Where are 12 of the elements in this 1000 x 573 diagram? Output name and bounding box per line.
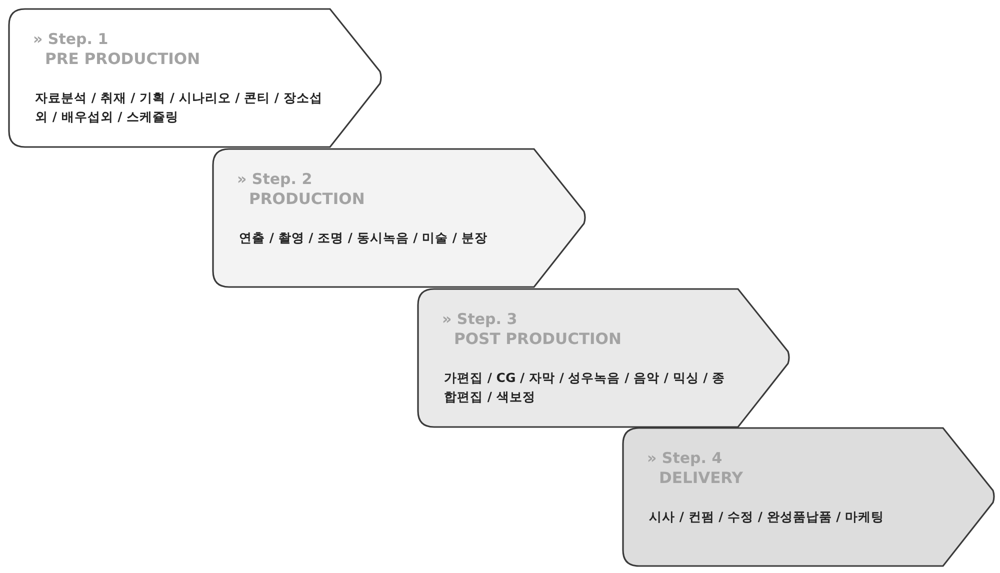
task-list: 연출 / 촬영 / 조명 / 동시녹음 / 미술 / 분장 xyxy=(239,228,529,247)
phase-title: DELIVERY xyxy=(659,469,743,487)
task-list: 자료분석 / 취재 / 기획 / 시나리오 / 콘티 / 장소섭외 / 배우섭외 / 스케쥴링 xyxy=(35,88,325,126)
step-label: » Step. 3 xyxy=(442,310,518,328)
step-label: » Step. 1 xyxy=(33,30,108,48)
phase-title: PRE PRODUCTION xyxy=(45,50,200,68)
phase-title: POST PRODUCTION xyxy=(454,330,622,348)
task-list: 시사 / 컨펌 / 수정 / 완성품납품 / 마케팅 xyxy=(649,507,939,526)
task-list: 가편집 / CG / 자막 / 성우녹음 / 음악 / 믹싱 / 종합편집 / 색보정 xyxy=(444,368,734,406)
step-label: » Step. 2 xyxy=(237,170,312,188)
phase-title: PRODUCTION xyxy=(249,190,365,208)
step-label: » Step. 4 xyxy=(647,449,722,467)
